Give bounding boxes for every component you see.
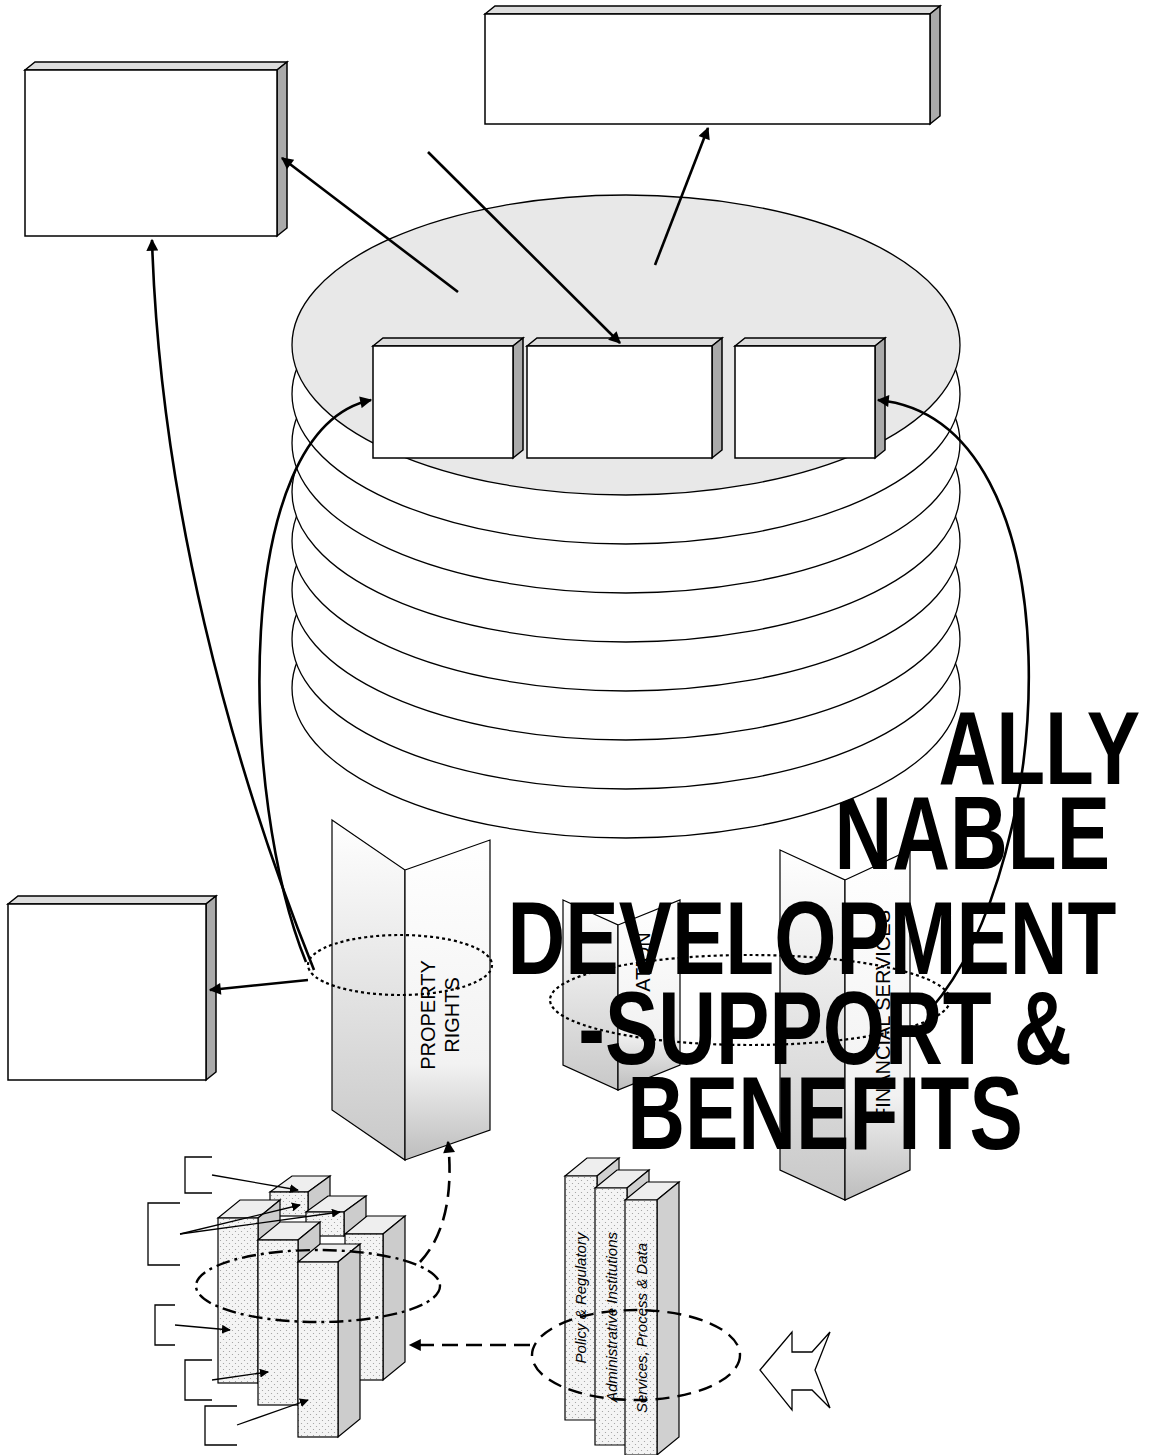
shape-face: [332, 820, 405, 1160]
dashdot-ring: [196, 1250, 440, 1322]
shape-face: [625, 1200, 657, 1455]
empty-box: [373, 338, 885, 458]
pillar: PROPERTY RIGHTS: [332, 820, 490, 1160]
bar-cluster: [218, 1176, 405, 1437]
pillar-label: Policy & Regulatory: [571, 1182, 591, 1414]
pillar-label: Services, Process & Data: [631, 1206, 651, 1449]
bracket: [148, 1157, 237, 1445]
hollow-arrow: [760, 1332, 830, 1410]
shape-face: [657, 1182, 679, 1455]
empty-box: [485, 6, 940, 124]
leader-line: [175, 1175, 340, 1425]
dashed-arrow: [410, 1344, 530, 1347]
pillar-label: Administrative Institutions: [601, 1194, 621, 1439]
shape-face: [565, 1176, 597, 1420]
empty-box: [8, 896, 216, 1080]
overlay-heading: DEVELOPMENT: [462, 887, 1155, 991]
overlay-heading: BENEFITS: [475, 1062, 1155, 1166]
empty-box: [25, 62, 287, 236]
column-bar: Services, Process & Data: [625, 1182, 679, 1455]
shape-face: [595, 1188, 627, 1445]
pillar-label: PROPERTY RIGHTS: [414, 960, 466, 1070]
dashed-arrow: [420, 1142, 450, 1262]
overlay-heading: NABLE: [834, 782, 1110, 886]
shape-outline: [332, 820, 490, 1160]
shape-face: [405, 840, 490, 1160]
